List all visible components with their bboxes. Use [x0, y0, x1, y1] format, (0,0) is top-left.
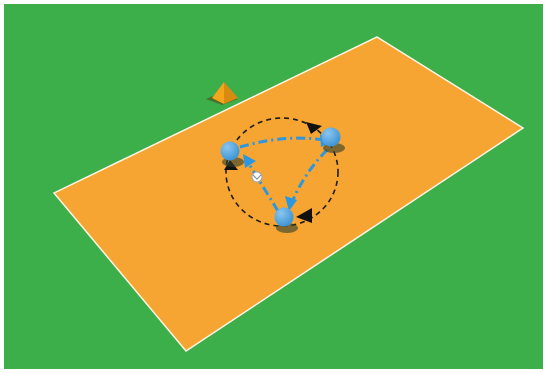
- ball-icon: [252, 172, 262, 182]
